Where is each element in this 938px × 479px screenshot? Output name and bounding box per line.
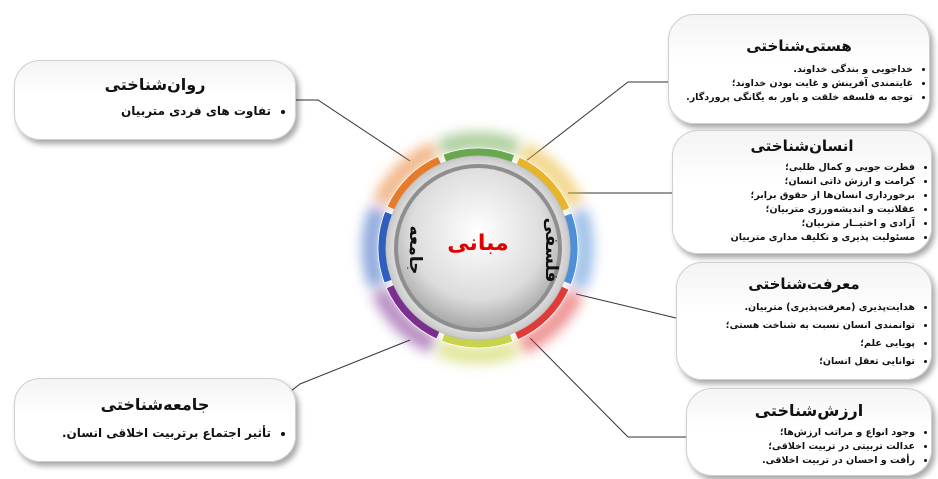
- box-hasti-title: هستی‌شناختی: [746, 37, 852, 55]
- connector-arzesh: [529, 337, 690, 438]
- connector-jameh: [281, 339, 411, 399]
- list-item: مسئولیت پذیری و تکلیف مداری متربیان: [673, 231, 915, 245]
- connector-marefat: [575, 293, 677, 319]
- list-item: توانایی تعقل انسان؛: [677, 353, 915, 371]
- box-jameh: جامعه‌شناختی تأثیر اجتماع برتربیت اخلاقی…: [14, 378, 296, 462]
- list-item: تفاوت های فردی متربیان: [15, 102, 271, 120]
- list-item: عقلانیت و اندیشه‌ورزی متربیان؛: [673, 203, 915, 217]
- inner-disc: [398, 168, 558, 328]
- box-marefat: معرفت‌شناختی هدایت‌پذیری (معرفت‌پذیری) م…: [676, 262, 932, 380]
- box-ensan-title: انسان‌شناختی: [750, 137, 854, 155]
- list-item: آزادی و اختیــار متربیان؛: [673, 217, 915, 231]
- list-item: رأفت و احسان در تربیت اخلاقی.: [687, 454, 915, 468]
- ring-glow-segment: [518, 142, 585, 209]
- list-item: عدالت تربیتی در تربیت اخلاقی؛: [687, 440, 915, 454]
- box-arzesh-title: ارزش‌شناختی: [754, 401, 864, 420]
- list-item: وجود انواع و مراتب ارزش‌ها؛: [687, 426, 915, 440]
- list-item: خداجویی و بندگی خداوند.: [669, 63, 913, 77]
- box-jameh-list: تأثیر اجتماع برتربیت اخلاقی انسان.: [15, 424, 295, 442]
- box-marefat-list: هدایت‌پذیری (معرفت‌پذیری) متربیان. توانم…: [677, 299, 931, 371]
- box-hasti-list: خداجویی و بندگی خداوند. غایتمندی آفرینش …: [669, 63, 929, 105]
- box-ravan-title: روان‌شناختی: [104, 75, 206, 94]
- center-left-label: جامعه: [405, 225, 425, 274]
- ring-glow-segment: [372, 141, 439, 208]
- box-marefat-title: معرفت‌شناختی: [748, 275, 860, 293]
- ring-glow: [362, 131, 594, 364]
- box-jameh-title: جامعه‌شناختی: [100, 395, 210, 414]
- box-arzesh: ارزش‌شناختی وجود انواع و مراتب ارزش‌ها؛ …: [686, 388, 932, 476]
- box-ensan: انسان‌شناختی فطرت جویی و کمال طلبی؛ کرام…: [672, 130, 932, 254]
- box-hasti: هستی‌شناختی خداجویی و بندگی خداوند. غایت…: [668, 14, 930, 124]
- list-item: هدایت‌پذیری (معرفت‌پذیری) متربیان.: [677, 299, 915, 317]
- list-item: برخورداری انسان‌ها از حقوق برابر؛: [673, 189, 915, 203]
- connector-ravan: [288, 99, 411, 162]
- list-item: غایتمندی آفرینش و غایت بودن خداوند؛: [669, 77, 913, 91]
- list-item: تأثیر اجتماع برتربیت اخلاقی انسان.: [15, 424, 271, 442]
- ring-glow-segment: [371, 287, 438, 354]
- list-item: کرامت و ارزش ذاتی انسان؛: [673, 175, 915, 189]
- box-ravan: روان‌شناختی تفاوت های فردی متربیان: [14, 60, 296, 140]
- box-ravan-list: تفاوت های فردی متربیان: [15, 102, 295, 120]
- box-arzesh-list: وجود انواع و مراتب ارزش‌ها؛ عدالت تربیتی…: [687, 426, 931, 468]
- connector-hasti: [525, 81, 670, 162]
- box-ensan-list: فطرت جویی و کمال طلبی؛ کرامت و ارزش ذاتی…: [673, 161, 931, 245]
- list-item: توجه به فلسفه خلقت و باور به یگانگی پرور…: [669, 91, 913, 105]
- list-item: پویایی علم؛: [677, 335, 915, 353]
- list-item: توانمندی انسان نسبت به شناخت هستی؛: [677, 317, 915, 335]
- center-title: مبانی: [447, 231, 508, 256]
- list-item: فطرت جویی و کمال طلبی؛: [673, 161, 915, 175]
- center-right-label: فلسفی: [541, 218, 561, 283]
- ring-glow-segment: [517, 288, 584, 355]
